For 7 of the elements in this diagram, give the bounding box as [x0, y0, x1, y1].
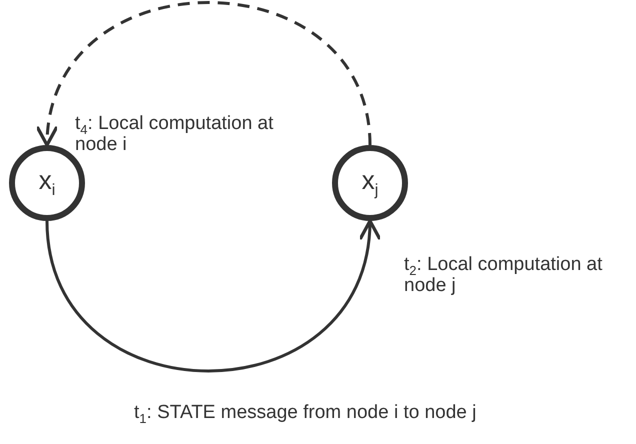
arrow: [46, 219, 380, 372]
node-label: x$_{j}$: [362, 166, 378, 200]
annotation-text: t$_{4}$: Local computation at node i: [75, 113, 274, 155]
dashed-arrow: [38, 1, 372, 147]
node-label: x$_{i}$: [38, 166, 56, 200]
annotation-text: t$_{1}$: STATE message from node i to node j: [134, 402, 478, 423]
annotation-text: t$_{2}$: Local computation at node j: [404, 254, 604, 296]
